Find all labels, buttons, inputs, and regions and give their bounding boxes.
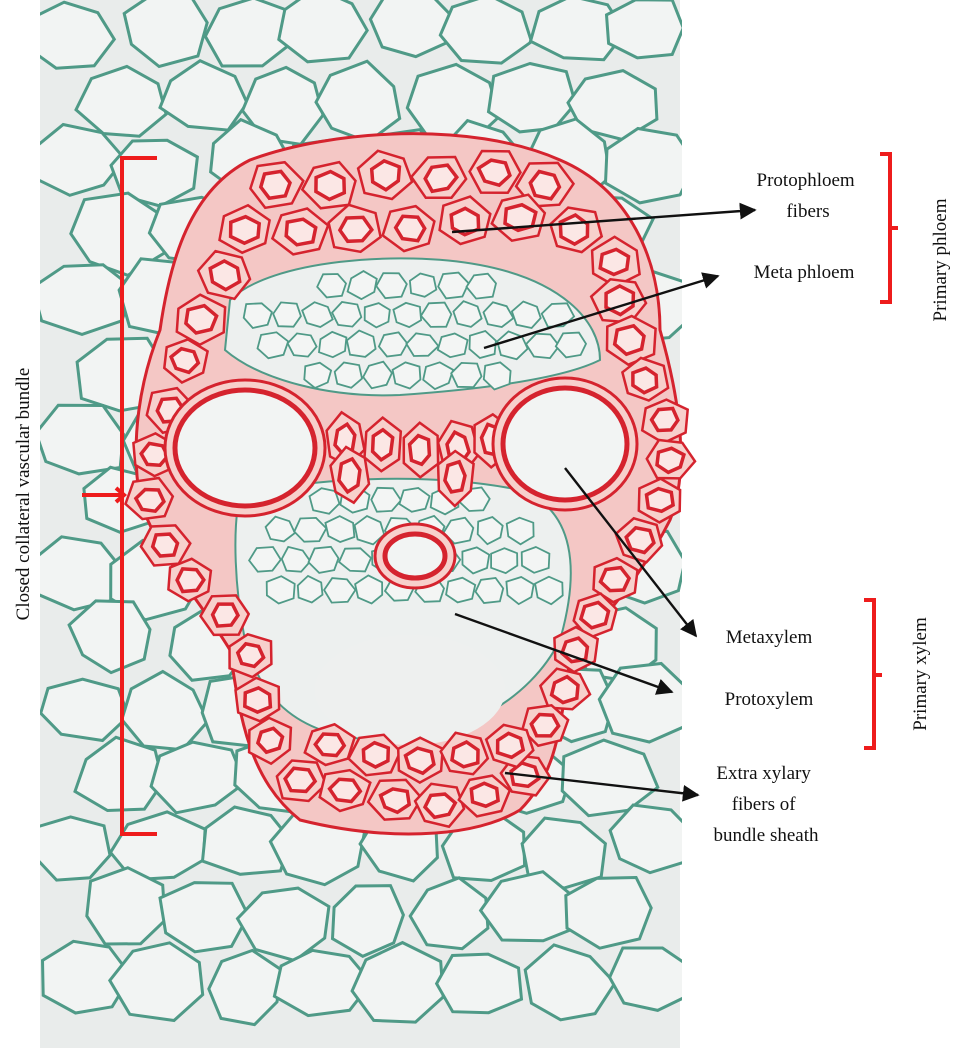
fiber-lumen [615, 326, 644, 355]
fiber-lumen [286, 219, 316, 245]
fiber-lumen [245, 688, 271, 712]
fiber-lumen [363, 743, 388, 767]
protoxylem-label: Protoxylem [725, 689, 814, 710]
fiber-lumen [258, 728, 283, 752]
primary-phloem-label: Primary phloem [930, 198, 951, 321]
parenchyma-cell [36, 405, 123, 474]
small-parenchyma-cell [522, 547, 550, 573]
parenchyma-cell [437, 954, 522, 1013]
extra-xylary-line-3: bundle sheath [713, 825, 819, 846]
fiber-lumen [330, 779, 361, 801]
fiber-lumen [647, 489, 674, 512]
primary-xylem-label: Primary xylem [910, 617, 931, 731]
fiber-lumen [479, 160, 510, 185]
fiber-lumen [498, 733, 524, 757]
fiber-lumen [531, 715, 558, 736]
fiber-lumen [471, 783, 498, 806]
protophloem-line-2: fibers [786, 201, 829, 222]
parenchyma-cell [610, 948, 690, 1010]
fiber-lumen [238, 644, 264, 667]
metaxylem-right-lumen [503, 388, 627, 500]
fiber-lumen [285, 768, 315, 791]
parenchyma-cell [607, 0, 684, 58]
fiber-lumen [581, 602, 609, 627]
edge-right [682, 0, 956, 1048]
fiber-lumen [626, 528, 654, 553]
fiber-lumen [406, 748, 434, 773]
closed-bundle-label: Closed collateral vascular bundle [13, 368, 34, 621]
fiber-lumen [373, 430, 393, 460]
fiber-lumen [600, 249, 628, 274]
fiber-lumen [410, 436, 430, 465]
fiber-lumen [231, 217, 260, 244]
extra-xylary-line-2: fibers of [732, 794, 797, 815]
fiber-lumen [136, 490, 164, 512]
small-parenchyma-cell [393, 303, 421, 327]
fiber-lumen [339, 459, 360, 492]
fiber-lumen [316, 172, 344, 200]
fiber-lumen [261, 171, 290, 198]
fiber-lumen [396, 216, 425, 240]
fiber-lumen [171, 349, 198, 373]
fiber-lumen [315, 734, 344, 756]
protophloem-line-1: Protophloem [757, 170, 855, 191]
fiber-lumen [213, 604, 238, 626]
fiber-lumen [633, 368, 657, 393]
metaxylem-label: Metaxylem [726, 627, 813, 648]
fiber-lumen [452, 742, 478, 767]
fiber-lumen [153, 534, 178, 556]
parenchyma-cell [87, 868, 165, 944]
fiber-lumen [177, 569, 204, 592]
fiber-lumen [601, 568, 630, 591]
fiber-lumen [445, 462, 465, 492]
metaxylem-left-lumen [175, 390, 315, 506]
parenchyma-cell [370, 0, 449, 57]
protoxylem-lumen [385, 534, 445, 578]
meta-phloem-label: Meta phloem [754, 262, 855, 283]
fiber-lumen [652, 409, 678, 431]
fiber-lumen [657, 448, 684, 472]
extra-xylary-line-1: Extra xylary [716, 763, 811, 784]
fiber-lumen [552, 677, 578, 703]
lysigenous-cavity [315, 635, 505, 745]
fiber-lumen [530, 172, 559, 199]
fiber-lumen [560, 215, 587, 244]
fiber-lumen [425, 794, 455, 817]
fiber-lumen [340, 217, 372, 241]
fiber-lumen [381, 789, 410, 812]
